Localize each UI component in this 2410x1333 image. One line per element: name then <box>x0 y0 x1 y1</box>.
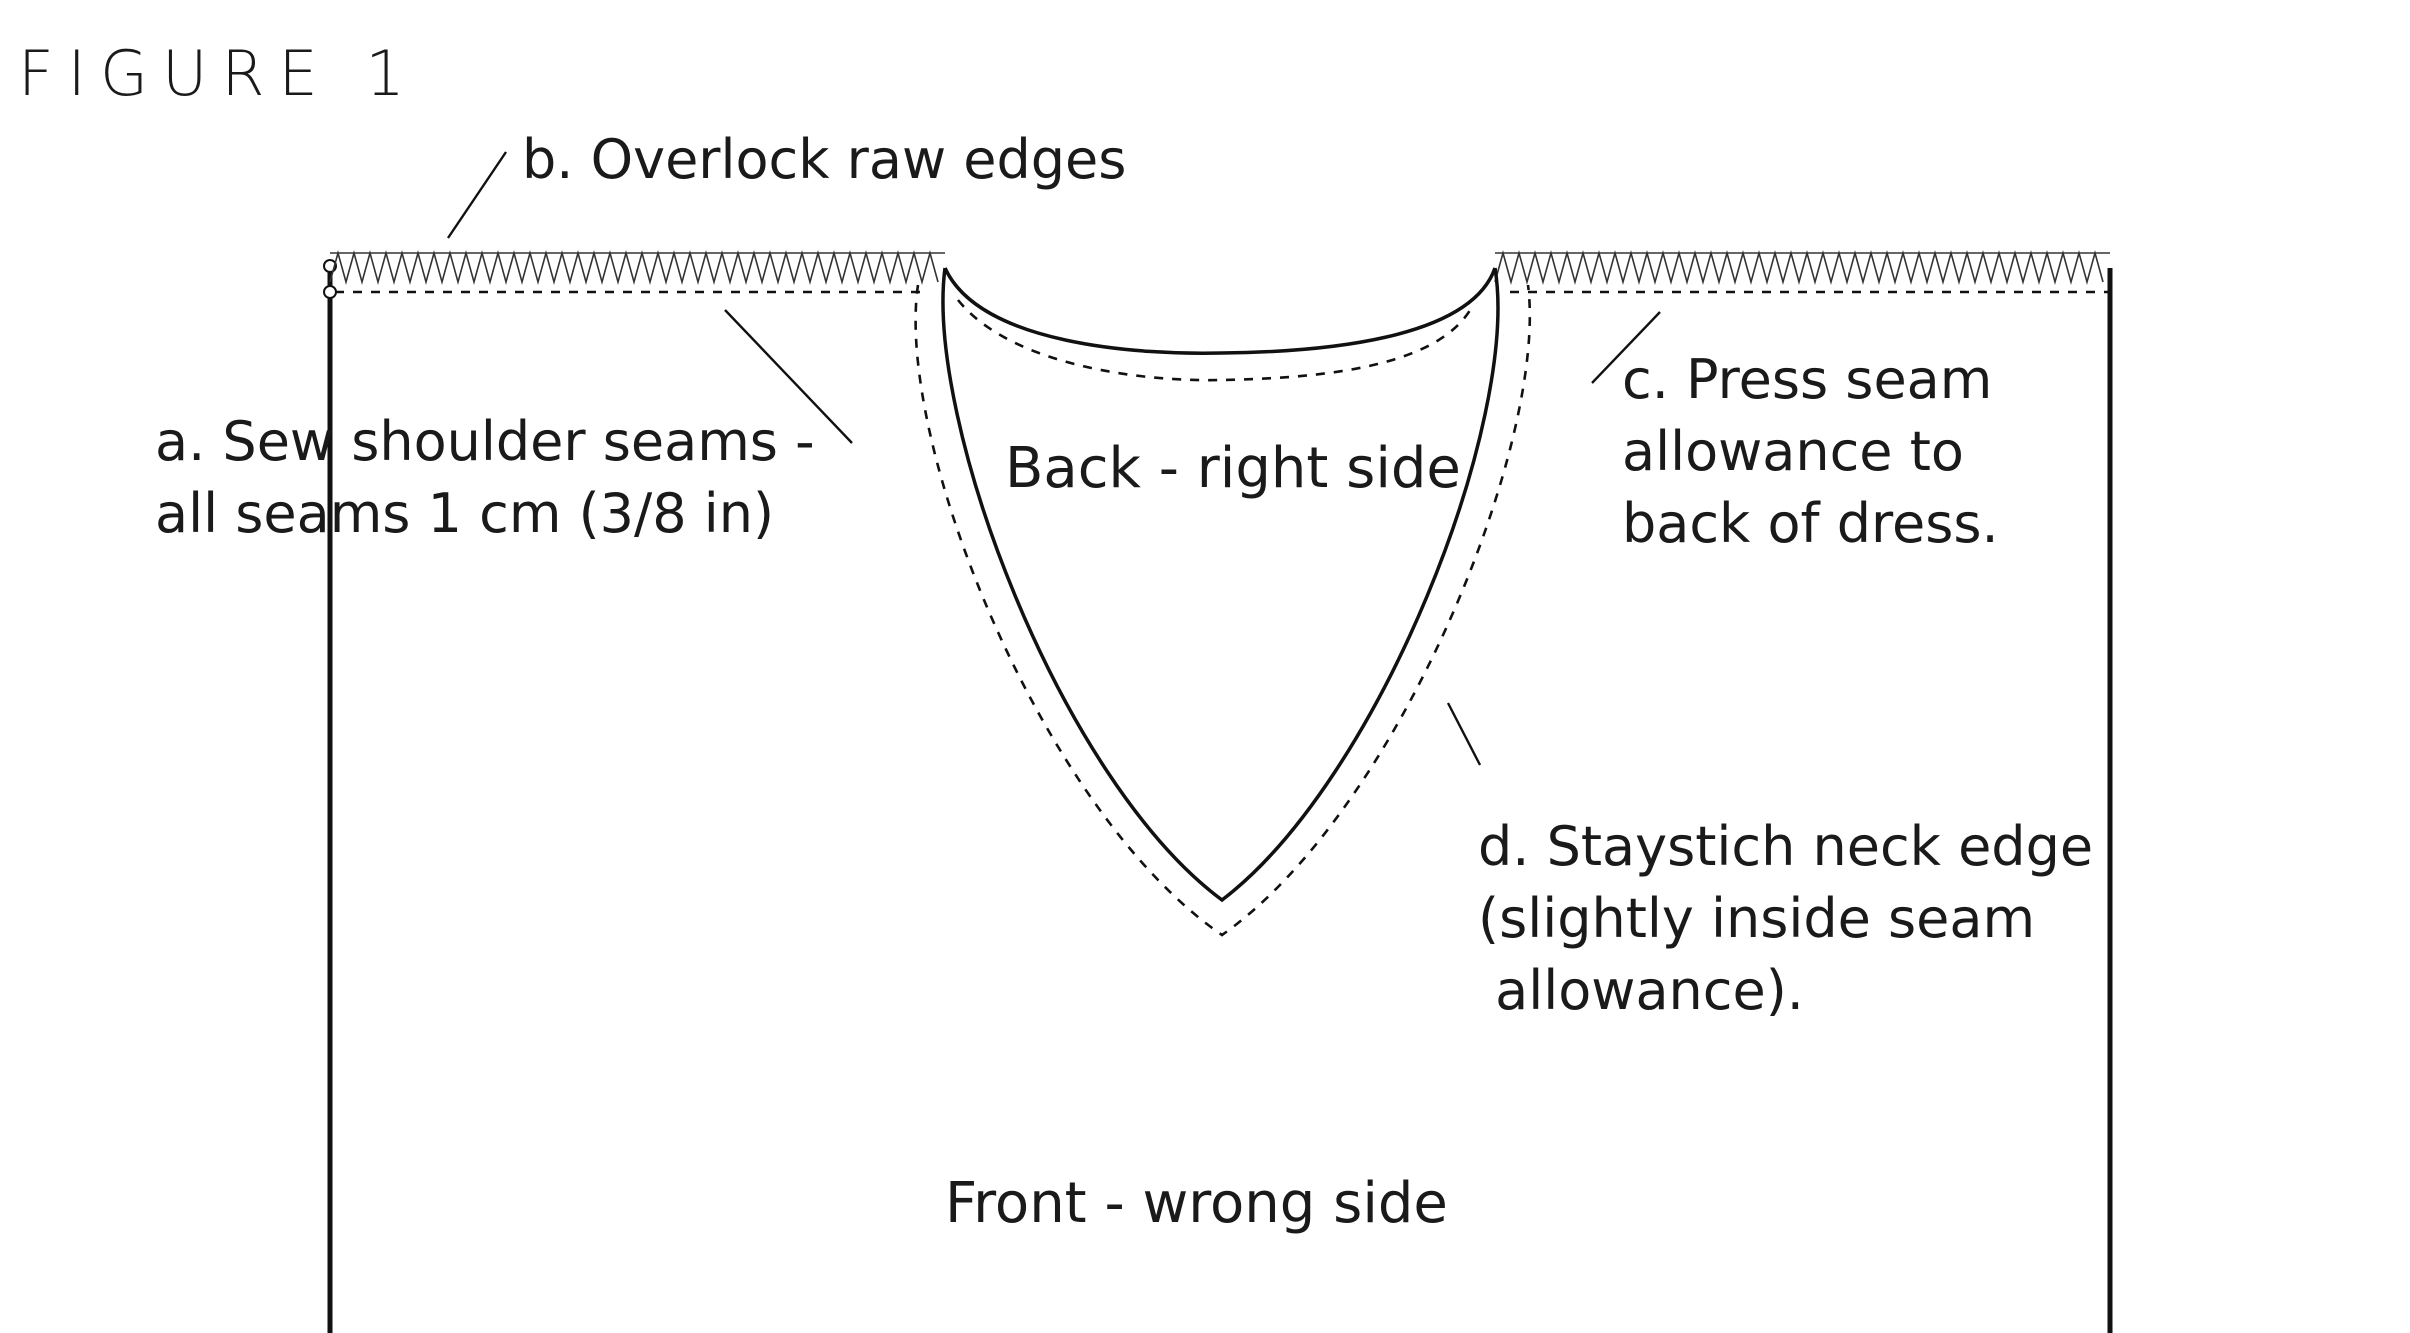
back-neckline-staystitch <box>956 299 1475 382</box>
label-front: Front - wrong side <box>945 1171 1448 1236</box>
label-overlock: b. Overlock raw edges <box>522 128 1126 191</box>
label-press-line2: allowance to <box>1622 420 1964 483</box>
garment-outline <box>323 259 2113 1333</box>
figure-title: FIGURE 1 <box>18 37 419 110</box>
label-back: Back - right side <box>1005 436 1461 501</box>
leader-overlock <box>447 151 507 239</box>
overlock-right-shoulder <box>1494 249 2104 286</box>
overlock-left-shoulder <box>329 249 939 286</box>
leader-lines <box>447 151 1661 766</box>
front-neckline-edge <box>941 267 1500 903</box>
label-staystitch-line3: allowance). <box>1478 959 1804 1022</box>
front-neckline-staystitch <box>914 284 1532 937</box>
leader-staystitch <box>1446 702 1482 766</box>
label-staystitch-line2: (slightly inside seam <box>1478 887 2035 950</box>
corner-marker-bottom <box>323 285 337 299</box>
label-staystitch-line1: d. Staystich neck edge <box>1478 815 2093 878</box>
leader-shoulder-seam <box>724 309 853 444</box>
leader-press-seam <box>1591 311 1661 384</box>
overlock-stitching <box>329 249 2110 286</box>
back-neckline-edge <box>943 267 1497 355</box>
label-press-line3: back of dress. <box>1622 492 1999 555</box>
label-press-line1: c. Press seam <box>1622 348 1992 411</box>
label-shoulder-line2: all seams 1 cm (3/8 in) <box>155 482 774 545</box>
label-shoulder-line1: a. Sew shoulder seams - <box>155 410 815 473</box>
